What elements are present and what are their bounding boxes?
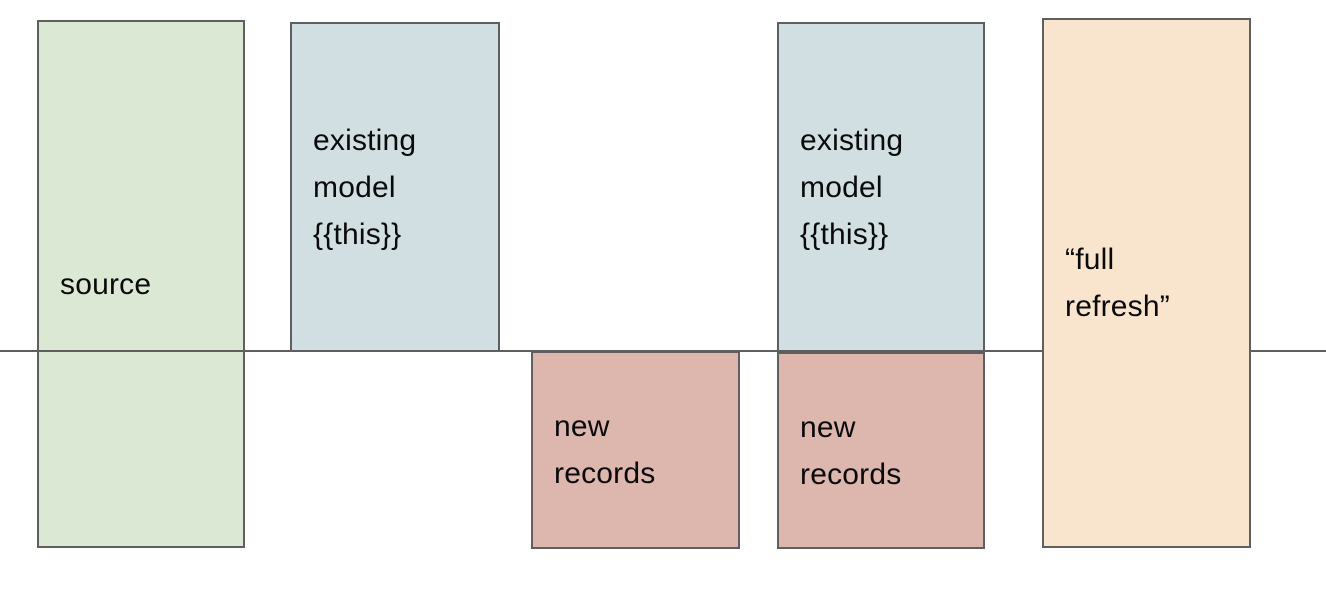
new-records-box-1-label: new records — [554, 410, 656, 490]
full-refresh-box: “full refresh” — [1042, 18, 1251, 548]
existing-model-box-1: existing model {{this}} — [290, 22, 500, 352]
existing-model-box-1-label: existing model {{this}} — [313, 123, 417, 251]
new-records-box-1: new records — [531, 351, 740, 549]
existing-model-box-2-label: existing model {{this}} — [800, 123, 904, 251]
new-records-box-2-label: new records — [800, 410, 902, 491]
source-box: source — [37, 20, 245, 548]
source-box-label: source — [60, 267, 152, 301]
new-records-box-2: new records — [777, 352, 985, 549]
existing-model-box-2: existing model {{this}} — [777, 22, 985, 352]
full-refresh-box-label: “full refresh” — [1065, 243, 1170, 323]
